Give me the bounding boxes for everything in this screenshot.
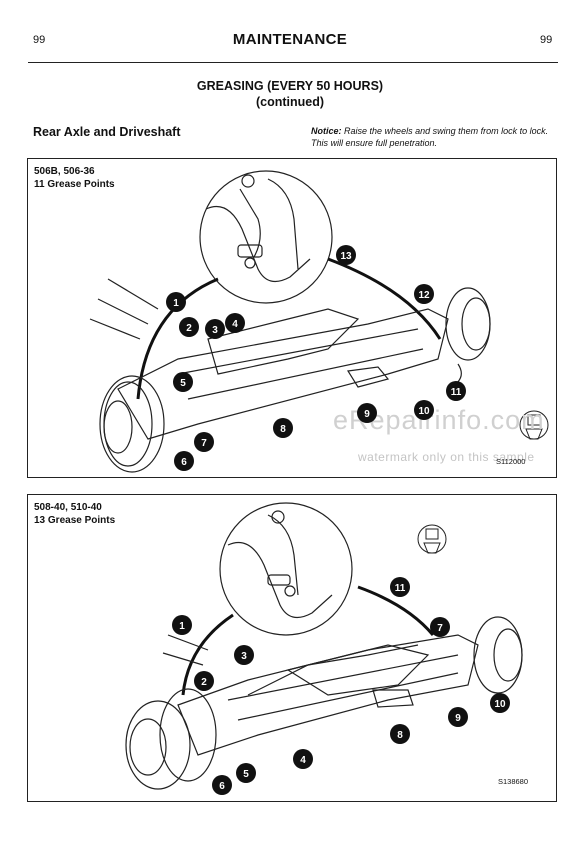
figure-1-callout-4: 4	[225, 313, 245, 333]
figure-2-drawing: 1 2 3 4 5 6 7 8 9 10 11	[125, 502, 523, 795]
figure-2-callout-4: 4	[293, 749, 313, 769]
header-divider	[28, 62, 558, 63]
notice-text: Notice: Raise the wheels and swing them …	[311, 125, 561, 149]
page-number-right: 99	[540, 34, 553, 46]
figure-1-points: 11 Grease Points	[34, 179, 115, 190]
figure-2-detail-circle	[219, 502, 353, 636]
figure-2-points: 13 Grease Points	[34, 515, 116, 526]
figure-2-callout-9: 9	[448, 707, 468, 727]
figure-1-drawing: eRepairinfo.com watermark only on this s…	[89, 170, 549, 473]
figure-1-detail-circle	[199, 170, 333, 304]
svg-text:1: 1	[179, 621, 185, 632]
figure-2-callout-2: 2	[194, 671, 214, 691]
svg-text:13: 13	[340, 251, 352, 262]
figure-panel-1: 506B, 506-36 11 Grease Points	[27, 158, 557, 478]
figure-2-label: 508-40, 510-40 13 Grease Points	[34, 501, 115, 527]
svg-text:2: 2	[201, 677, 207, 688]
svg-text:7: 7	[437, 623, 443, 634]
figure-1-callout-7: 7	[194, 432, 214, 452]
notice-label: Notice:	[311, 126, 342, 136]
svg-text:12: 12	[418, 290, 430, 301]
figure-2-model: 508-40, 510-40	[34, 502, 102, 513]
figure-1-callout-11: 11	[446, 381, 466, 401]
svg-text:6: 6	[181, 457, 187, 468]
figure-1-model: 506B, 506-36	[34, 166, 95, 177]
svg-text:9: 9	[455, 713, 461, 724]
notice-body: Raise the wheels and swing them from loc…	[311, 126, 549, 148]
svg-text:9: 9	[364, 409, 370, 420]
page-number-left: 99	[33, 34, 46, 46]
figure-1-callout-5: 5	[173, 372, 193, 392]
svg-text:4: 4	[232, 319, 238, 330]
svg-text:2: 2	[186, 323, 192, 334]
figure-2-callout-10: 10	[490, 693, 510, 713]
svg-text:3: 3	[241, 651, 247, 662]
subheading-line1: GREASING (EVERY 50 HOURS)	[196, 79, 384, 93]
figure-1-callout-10: 10	[414, 400, 434, 420]
figure-2-callout-11: 11	[390, 577, 410, 597]
figure-1-callout-9: 9	[357, 403, 377, 423]
figure-1-callout-13: 13	[336, 245, 356, 265]
figure-2-callout-7: 7	[430, 617, 450, 637]
figure-2-callout-3: 3	[234, 645, 254, 665]
figure-2-callout-1: 1	[172, 615, 192, 635]
subheading: GREASING (EVERY 50 HOURS) (continued)	[0, 78, 580, 110]
svg-text:10: 10	[494, 699, 506, 710]
svg-text:11: 11	[451, 387, 462, 398]
svg-text:11: 11	[395, 583, 406, 594]
section-title: Rear Axle and Driveshaft	[33, 125, 181, 139]
svg-text:6: 6	[219, 781, 225, 792]
svg-text:3: 3	[212, 325, 218, 336]
figure-1-callout-8: 8	[273, 418, 293, 438]
figure-1-callout-2: 2	[179, 317, 199, 337]
svg-text:10: 10	[418, 406, 430, 417]
svg-text:4: 4	[300, 755, 306, 766]
figure-2-fitting-icon	[417, 524, 447, 554]
figure-2-axle	[125, 616, 523, 790]
svg-text:5: 5	[243, 769, 249, 780]
figure-2-callout-8: 8	[390, 724, 410, 744]
svg-text:5: 5	[180, 378, 186, 389]
subheading-line2: (continued)	[255, 95, 325, 109]
figure-2-code: S138680	[498, 777, 529, 786]
svg-text:8: 8	[280, 424, 286, 435]
figure-1-callout-1: 1	[166, 292, 186, 312]
page-title: MAINTENANCE	[232, 31, 348, 48]
figure-1-callout-12: 12	[414, 284, 434, 304]
watermark-sub: watermark only on this sample	[357, 450, 535, 464]
figure-2-callout-6: 6	[212, 775, 232, 795]
figure-1-callout-3: 3	[205, 319, 225, 339]
svg-text:1: 1	[173, 298, 179, 309]
figure-1-axle	[89, 278, 491, 473]
svg-text:8: 8	[397, 730, 403, 741]
svg-text:7: 7	[201, 438, 207, 449]
figure-1-code: S112000	[496, 457, 526, 466]
figure-1-fitting-icon	[519, 410, 549, 440]
figure-2-callout-5: 5	[236, 763, 256, 783]
figure-1-callout-6: 6	[174, 451, 194, 471]
figure-1-label: 506B, 506-36 11 Grease Points	[34, 165, 115, 191]
figure-panel-2: 508-40, 510-40 13 Grease Points	[27, 494, 557, 802]
